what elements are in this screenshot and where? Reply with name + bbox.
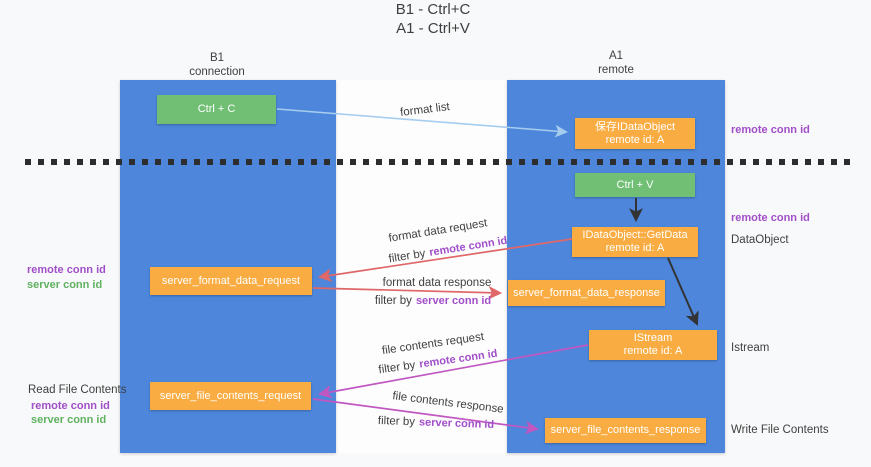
node-server-format-data-response-label: server_format_data_response — [513, 286, 660, 299]
title-line-2: A1 - Ctrl+V — [396, 20, 470, 37]
node-idataobject-getdata: IDataObject::GetData remote id: A — [572, 227, 698, 257]
column-left-role: connection — [189, 66, 245, 78]
column-left-name: B1 — [209, 52, 225, 64]
right-label-write-file-contents: Write File Contents — [731, 424, 829, 436]
node-server-file-contents-response: server_file_contents_response — [545, 418, 706, 443]
server-conn-id-text: server conn id — [418, 416, 495, 432]
flow-label-format-data-response: format data response — [383, 277, 492, 289]
column-header-right: A1 remote — [556, 49, 676, 77]
left-label-file-server-conn-id: server conn id — [31, 414, 107, 426]
title-line-1: B1 - Ctrl+C — [395, 1, 471, 18]
node-istream-line1: IStream — [633, 332, 673, 344]
node-server-format-data-request-label: server_format_data_request — [161, 274, 301, 287]
node-server-format-data-request: server_format_data_request — [150, 267, 312, 295]
node-getdata-line1: IDataObject::GetData — [582, 229, 688, 241]
column-header-left: B1 connection — [157, 51, 277, 79]
left-label-format-server-conn-id: server conn id — [27, 279, 103, 291]
node-ctrl-c-label: Ctrl + C — [197, 103, 236, 115]
diagram-title: B1 - Ctrl+C A1 - Ctrl+V — [0, 0, 866, 38]
right-label-istream: Istream — [731, 342, 770, 354]
left-label-file-remote-conn-id: remote conn id — [31, 400, 110, 412]
server-conn-id-text: server conn id — [415, 295, 492, 307]
right-label-clipboard-remote-conn-id: remote conn id — [731, 124, 810, 136]
node-ctrl-c: Ctrl + C — [157, 95, 276, 124]
flow-label-filter-server-1: filter by server conn id — [375, 295, 491, 307]
node-save-idataobject-line2: remote id: A — [605, 133, 665, 146]
node-save-idataobject: 保存IDataObject remote id: A — [575, 118, 695, 149]
filter-by-text: filter by — [374, 295, 412, 307]
node-getdata-line2: remote id: A — [605, 242, 665, 254]
node-save-idataobject-line1: 保存IDataObject — [594, 120, 676, 133]
right-label-paste-remote-conn-id: remote conn id — [731, 212, 810, 224]
filter-by-text: filter by — [377, 414, 416, 429]
node-istream: IStream remote id: A — [589, 330, 717, 360]
left-label-format-remote-conn-id: remote conn id — [27, 264, 106, 276]
node-server-file-contents-request: server_file_contents_request — [150, 382, 311, 410]
column-right-role: remote — [598, 64, 634, 76]
right-label-dataobject: DataObject — [731, 234, 789, 246]
node-server-format-data-response: server_format_data_response — [508, 280, 665, 306]
format-data-response-text: format data response — [382, 277, 492, 289]
node-server-file-contents-request-label: server_file_contents_request — [159, 389, 302, 402]
left-label-read-file-contents: Read File Contents — [28, 384, 127, 396]
column-right-name: A1 — [608, 50, 624, 62]
node-ctrl-v-label: Ctrl + V — [616, 178, 654, 191]
node-istream-line2: remote id: A — [623, 345, 683, 357]
node-ctrl-v: Ctrl + V — [575, 173, 695, 197]
node-server-file-contents-response-label: server_file_contents_response — [550, 424, 701, 436]
